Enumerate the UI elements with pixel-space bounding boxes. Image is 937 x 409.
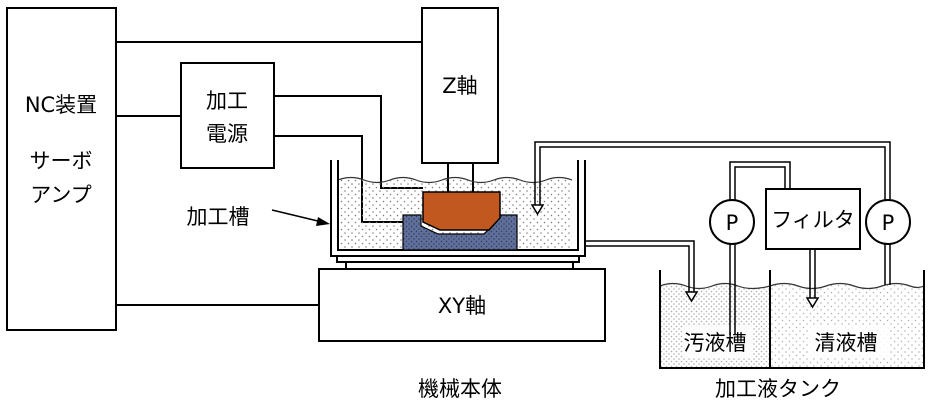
filter-box: フィルタ: [765, 188, 861, 250]
electrode: [422, 191, 501, 231]
pump-left-label: P: [726, 211, 739, 235]
nc-label: NC装置: [25, 93, 97, 117]
fluid-tank-label: 加工液タンク: [715, 377, 841, 401]
dirty-tank-label: 汚液槽: [684, 331, 747, 355]
work-tank-label: 加工槽: [187, 205, 250, 229]
piping: [530, 141, 891, 335]
filter-label: フィルタ: [771, 208, 855, 232]
tank-leader-line: [271, 209, 323, 223]
z-axis-box: Z軸: [421, 7, 499, 192]
amp-label: アンプ: [30, 183, 92, 207]
power-supply-box: 加工 電源: [180, 62, 275, 169]
pump-left: P: [709, 199, 755, 245]
xy-axis-box: XY軸: [318, 268, 606, 342]
fluid-tank: 汚液槽 清液槽: [659, 270, 925, 369]
pump-right: P: [865, 199, 911, 245]
xy-axis-label: XY軸: [438, 294, 486, 318]
tank-leader-arrow: [316, 217, 330, 226]
servo-label: サーボ: [30, 149, 93, 173]
nc-servo-amp-box: NC装置 サーボ アンプ: [6, 7, 117, 331]
power-label-1: 加工: [206, 89, 248, 113]
clean-tank-label: 清液槽: [815, 331, 878, 355]
pump-right-label: P: [882, 211, 895, 235]
machine-body-label: 機械本体: [418, 377, 502, 401]
power-label-2: 電源: [206, 122, 248, 146]
z-axis-label: Z軸: [442, 74, 477, 98]
